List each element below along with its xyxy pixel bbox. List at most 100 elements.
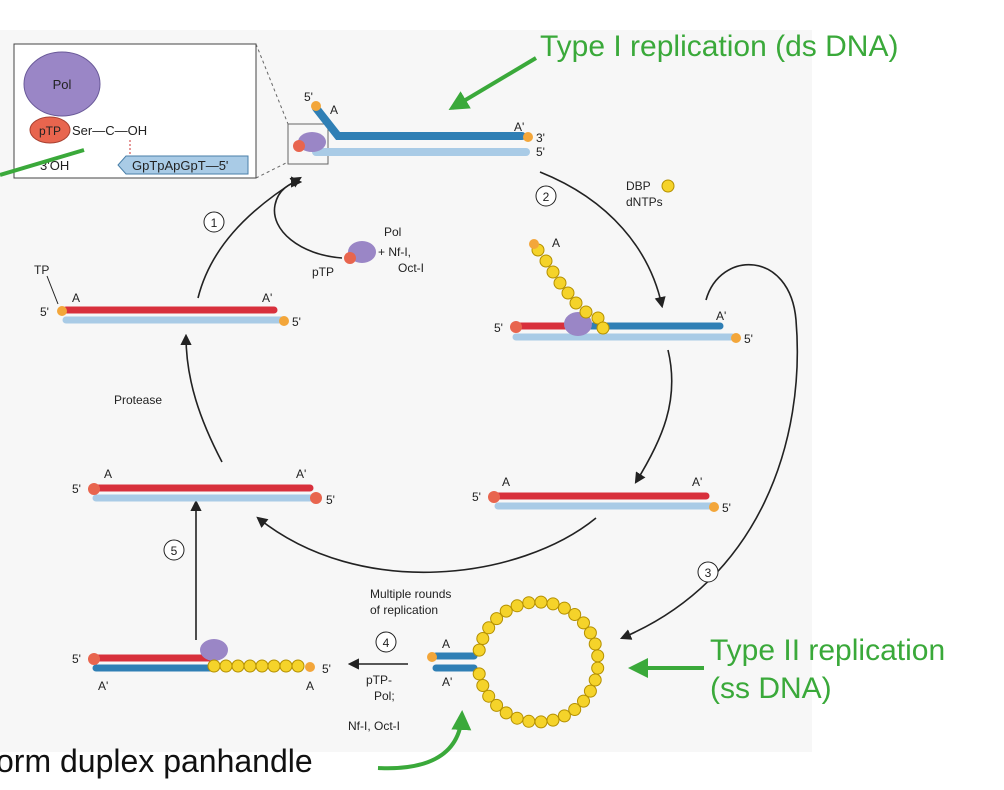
dbp-bead: [577, 694, 590, 708]
bottom-left-elongation: 5' A' A 5': [72, 639, 331, 693]
tp-dot: [311, 101, 321, 111]
step-4-badge: [375, 631, 397, 653]
label-multiple-rounds: Multiple rounds: [370, 587, 451, 601]
dbp-bead: [588, 637, 602, 651]
pol-elong: [200, 639, 228, 661]
dbp-bead: [546, 713, 560, 727]
dbp-bead: [557, 601, 571, 615]
tp-dot: [523, 132, 533, 142]
label-a: A: [552, 236, 560, 250]
label-5prime: 5': [722, 501, 731, 515]
dbp-bead: [472, 667, 486, 681]
label-pol-semi: Pol;: [374, 689, 395, 703]
ptp-dot: [88, 483, 100, 495]
tp-dot: [709, 502, 719, 512]
dbp-bead: [557, 709, 571, 723]
annotations: Type I replication (ds DNA) Type II repl…: [0, 30, 945, 779]
dbp-bead: [476, 679, 490, 692]
panhandle: A A': [427, 595, 605, 729]
label-ptp-dash: pTP-: [366, 673, 392, 687]
type1-arrow: [448, 56, 538, 111]
step-1-number: 1: [211, 216, 218, 230]
label-5prime: 5': [326, 493, 335, 507]
label-a: A: [502, 475, 510, 489]
arc-recycle: [273, 176, 343, 259]
inset-pol-label: Pol: [53, 77, 72, 92]
right-lower-duplex: 5' A A' 5': [472, 475, 731, 515]
label-5prime: 5': [536, 145, 545, 159]
tp-dot: [57, 306, 67, 316]
label-a: A: [72, 291, 80, 305]
dbp-bead: [490, 612, 504, 626]
tp-pointer: [46, 275, 59, 305]
displaced-strand-top: [312, 104, 526, 140]
dbp-bead: [490, 698, 504, 712]
step-5-badge: [163, 539, 185, 561]
dbp-bead: [591, 661, 605, 675]
type1-callout: Type I replication (ds DNA): [540, 30, 898, 63]
step-3-number: 3: [705, 566, 712, 580]
arc-protease: [180, 333, 223, 463]
inset-connector-top: [255, 43, 289, 125]
tp-dot: [279, 316, 289, 326]
label-5prime: 5': [40, 305, 49, 319]
label-3prime: 3': [536, 131, 545, 145]
label-a: A: [306, 679, 314, 693]
type2-callout-line1: Type II replication: [710, 634, 945, 667]
label-of-replication: of replication: [370, 603, 438, 617]
dbp-bead: [482, 689, 496, 703]
label-5prime: 5': [744, 332, 753, 346]
recycle-complex: Pol + Nf-I, Oct-I pTP: [312, 225, 424, 279]
left-mid-duplex: 5' A A' 5': [72, 467, 335, 507]
dbp-bead: [546, 597, 560, 611]
panhandle-callout: orm duplex panhandle: [0, 743, 313, 779]
label-a-prime: A': [442, 675, 452, 689]
label-a-prime: A': [692, 475, 702, 489]
step-1-badge: [203, 211, 225, 233]
label-5prime: 5': [72, 652, 81, 666]
step-2-badge: [535, 185, 557, 207]
tp-dot: [305, 662, 315, 672]
dbp-bead: [510, 599, 524, 613]
label-pol: Pol: [384, 225, 401, 239]
cycle-arrows: [180, 171, 799, 670]
label-a: A: [330, 103, 338, 117]
inset-pol-circle: [23, 51, 101, 117]
dbp-bead: [534, 595, 548, 609]
pol-small: [298, 132, 326, 152]
dbp-bead: [577, 616, 590, 630]
step-2-number: 2: [543, 190, 550, 204]
step-badges: 1 2 3 4 5: [163, 185, 719, 653]
ptp-dot: [88, 653, 100, 665]
dbp-bead: [534, 715, 548, 729]
dbp-bead: [499, 604, 513, 618]
arc-bottom: [256, 516, 597, 574]
zoom-box: [287, 123, 329, 165]
dbp-dot: [661, 179, 675, 193]
dbp-bead: [472, 643, 486, 657]
step-3-badge: [697, 561, 719, 583]
left-duplex: TP 5' A A' 5': [34, 263, 301, 329]
inset-pointer-green: [0, 148, 85, 177]
label-a: A: [104, 467, 112, 481]
tp-dot: [529, 239, 539, 249]
label-oct1: Oct-I: [398, 261, 424, 275]
dbp-bead: [568, 608, 582, 621]
label-5prime: 5': [472, 490, 481, 504]
label-5prime: 5': [322, 662, 331, 676]
inset-template-strand: [117, 155, 249, 175]
tp-dot: [427, 652, 437, 662]
label-5prime: 5': [304, 90, 313, 104]
label-a-prime: A': [514, 120, 524, 134]
inset-ptp-circle: [29, 116, 71, 144]
label-a-prime: A': [716, 309, 726, 323]
dbp-label-group: DBP dNTPs: [626, 179, 675, 209]
dbp-bead: [522, 596, 536, 610]
dbp-chain-lower: [207, 659, 305, 673]
step4-labels: Multiple rounds of replication pTP- Pol;…: [348, 587, 451, 733]
dbp-bead: [568, 703, 582, 716]
dbp-bead: [591, 649, 605, 663]
inset-ser-chain: Ser—C—OH: [72, 123, 147, 138]
arc-step2: [539, 171, 666, 309]
